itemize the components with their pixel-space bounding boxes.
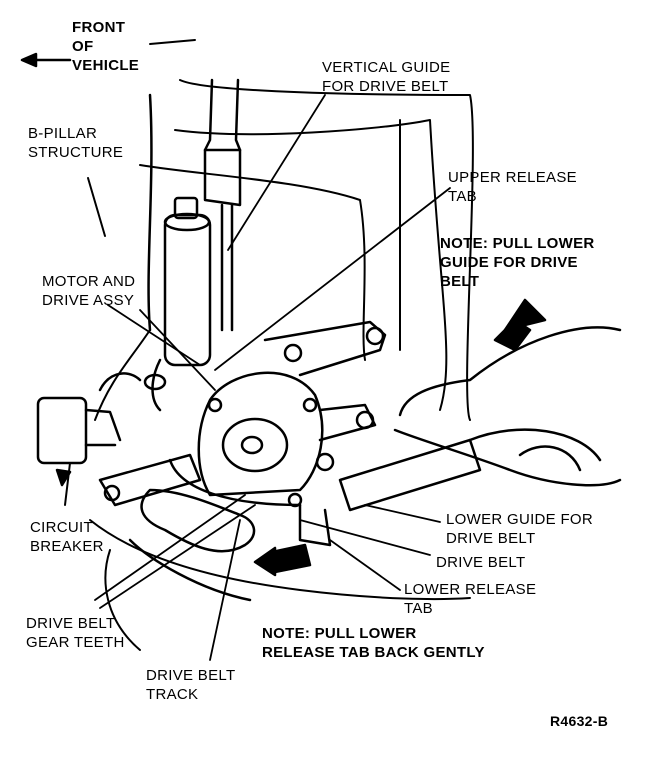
label-circuit-breaker: CIRCUIT BREAKER	[30, 518, 104, 556]
label-vertical-guide: VERTICAL GUIDE FOR DRIVE BELT	[322, 58, 450, 96]
drive-housing	[168, 371, 324, 507]
label-line: UPPER RELEASE	[448, 169, 577, 186]
label-line: CIRCUIT	[30, 519, 93, 536]
label-line: NOTE: PULL LOWER	[262, 625, 417, 642]
label-line: TRACK	[146, 686, 199, 703]
label-line: DRIVE BELT	[146, 667, 236, 684]
b-pillar-leader	[87, 177, 106, 237]
label-line: STRUCTURE	[28, 144, 124, 161]
label-drive-belt: DRIVE BELT	[436, 554, 526, 571]
label-front-of-vehicle: FRONT OF VEHICLE	[72, 18, 139, 75]
label-line: VEHICLE	[72, 57, 140, 74]
label-line: BREAKER	[30, 538, 104, 555]
label-line: BELT	[440, 273, 480, 290]
label-line: GEAR TEETH	[26, 634, 125, 651]
pull-arrow-upper	[493, 298, 547, 352]
label-line: VERTICAL GUIDE	[322, 59, 451, 76]
label-drive-belt-gear-teeth: DRIVE BELT GEAR TEETH	[26, 614, 125, 652]
label-line: LOWER GUIDE FOR	[446, 511, 594, 528]
label-line: FRONT	[72, 19, 126, 36]
pull-arrow-lower	[253, 543, 312, 577]
note-pull-lower-release: NOTE: PULL LOWER RELEASE TAB BACK GENTLY	[262, 624, 485, 662]
circuit-breaker-part	[36, 372, 142, 506]
label-line: DRIVE ASSY	[42, 292, 135, 309]
label-upper-release-tab: UPPER RELEASE TAB	[448, 168, 577, 206]
mounting-brackets	[98, 320, 387, 508]
label-motor-drive-assy: MOTOR AND DRIVE ASSY	[42, 272, 135, 310]
label-line: DRIVE BELT	[26, 615, 116, 632]
label-line: DRIVE BELT	[446, 530, 536, 547]
vertical-guide	[203, 78, 242, 332]
label-line: GUIDE FOR DRIVE	[440, 254, 578, 271]
label-lower-guide: LOWER GUIDE FOR DRIVE BELT	[446, 510, 593, 548]
label-drive-belt-track: DRIVE BELT TRACK	[146, 666, 235, 704]
label-line: OF	[72, 38, 94, 55]
front-arrow	[20, 52, 72, 68]
label-line: MOTOR AND	[42, 273, 136, 290]
label-line: RELEASE TAB BACK GENTLY	[262, 644, 485, 661]
label-lower-release-tab: LOWER RELEASE TAB	[404, 580, 536, 618]
motor-cylinder	[143, 196, 212, 412]
leader-lines	[94, 94, 451, 661]
label-b-pillar: B-PILLAR STRUCTURE	[28, 124, 123, 162]
label-line: NOTE: PULL LOWER	[440, 235, 595, 252]
label-line: TAB	[448, 188, 477, 205]
divider-line	[149, 39, 196, 45]
label-line: LOWER RELEASE	[404, 581, 537, 598]
label-line: FOR DRIVE BELT	[322, 78, 449, 95]
label-line: TAB	[404, 600, 433, 617]
right-hand	[338, 326, 622, 512]
note-pull-lower-guide: NOTE: PULL LOWER GUIDE FOR DRIVE BELT	[440, 234, 595, 291]
figure-code: R4632-B	[550, 713, 609, 729]
label-line: B-PILLAR	[28, 125, 98, 142]
